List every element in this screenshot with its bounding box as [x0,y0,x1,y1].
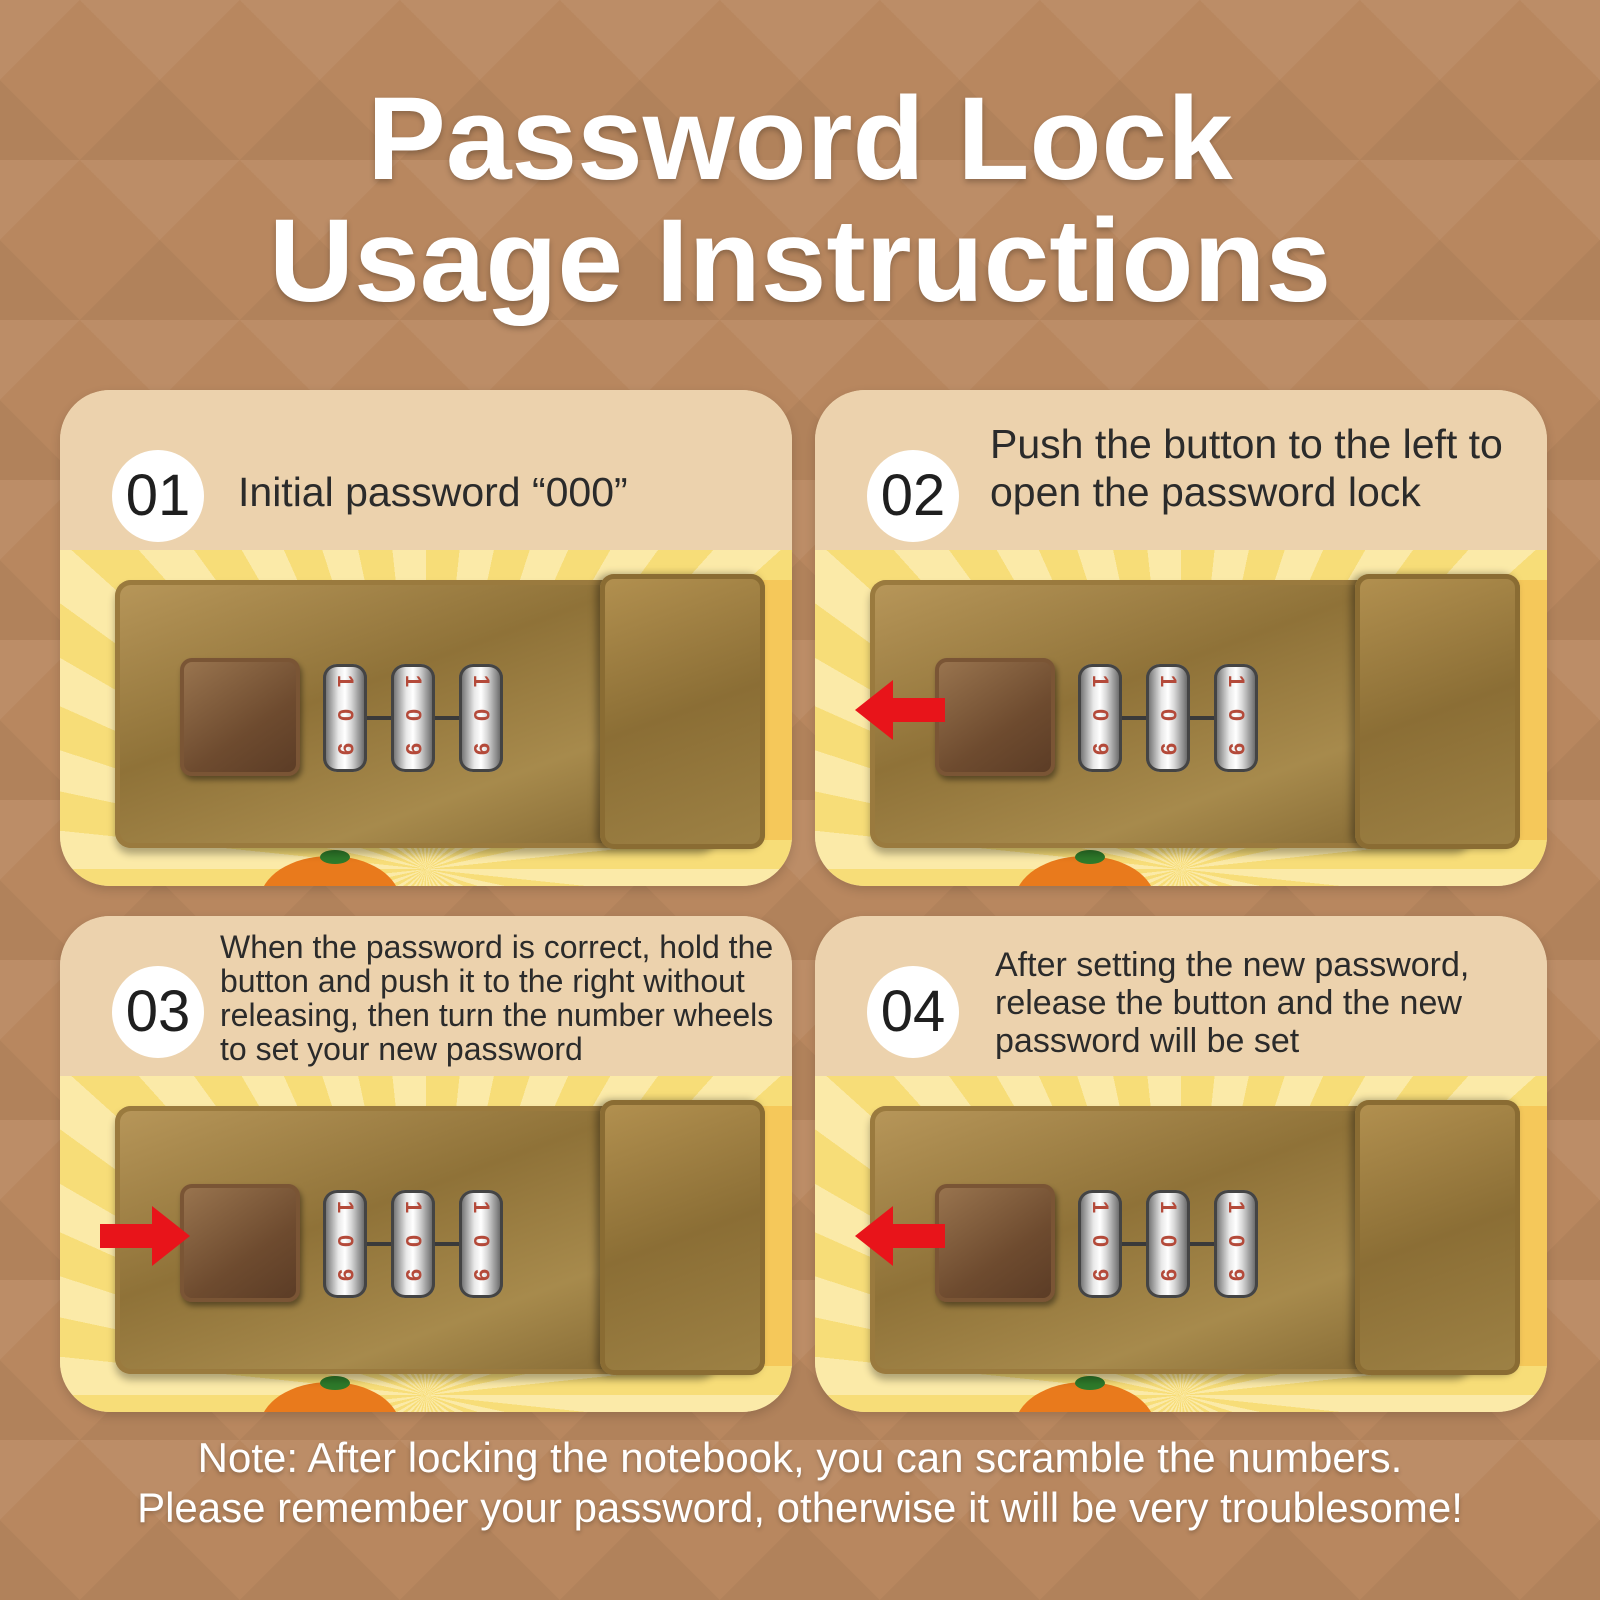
wheel-digit-bottom: 9 [401,1268,426,1282]
step-instruction: Push the button to the left to open the … [990,421,1503,515]
step-number-badge: 01 [112,450,204,542]
step-number-badge: 02 [867,450,959,542]
step-instruction: Initial password “000” [238,469,628,515]
wheel-digit-bottom: 9 [1156,1268,1181,1282]
orange-decoration-icon [1015,850,1155,886]
wheel-digit-bottom: 9 [1088,1268,1113,1282]
arrow-right-icon [100,1206,190,1266]
lock-cover [1355,574,1520,849]
lock-cover [600,574,765,849]
wheel-digit-bottom: 9 [1224,742,1249,756]
wheel-digit-bottom: 9 [333,1268,358,1282]
lock-slide-button [935,1184,1055,1302]
note-text: Note: After locking the notebook, you ca… [0,1433,1600,1533]
orange-decoration-icon [1015,1376,1155,1412]
wheel-digit-bottom: 9 [469,1268,494,1282]
arrow-left-icon [855,1206,945,1266]
step-instruction: After setting the new password, release … [995,946,1470,1060]
step-header: 02 Push the button to the left to open t… [815,390,1547,550]
step-card-3: 03 When the password is correct, hold th… [60,916,792,1412]
page-title: Password Lock Usage Instructions [0,78,1600,322]
step-card-2: 02 Push the button to the left to open t… [815,390,1547,886]
lock-cover [1355,1100,1520,1375]
arrow-left-icon [855,680,945,740]
step-number-badge: 04 [867,966,959,1058]
step-header: 04 After setting the new password, relea… [815,916,1547,1076]
lock-slide-button [935,658,1055,776]
wheel-digit-bottom: 9 [1088,742,1113,756]
wheel-digit-bottom: 9 [1156,742,1181,756]
lock-slide-button [180,1184,300,1302]
orange-decoration-icon [260,1376,400,1412]
step-card-4: 04 After setting the new password, relea… [815,916,1547,1412]
orange-decoration-icon [260,850,400,886]
step-instruction: When the password is correct, hold the b… [220,929,774,1067]
title-line-1: Password Lock [367,73,1233,205]
lock-cover [600,1100,765,1375]
wheel-digit-bottom: 9 [1224,1268,1249,1282]
step-number-badge: 03 [112,966,204,1058]
step-header: 01 Initial password “000” [60,390,792,550]
note-line-1: Note: After locking the notebook, you ca… [197,1434,1403,1481]
wheel-digit-bottom: 9 [333,742,358,756]
step-header: 03 When the password is correct, hold th… [60,916,792,1076]
wheel-digit-bottom: 9 [401,742,426,756]
wheel-digit-bottom: 9 [469,742,494,756]
title-line-2: Usage Instructions [268,195,1332,327]
note-line-2: Please remember your password, otherwise… [137,1484,1463,1531]
lock-slide-button [180,658,300,776]
